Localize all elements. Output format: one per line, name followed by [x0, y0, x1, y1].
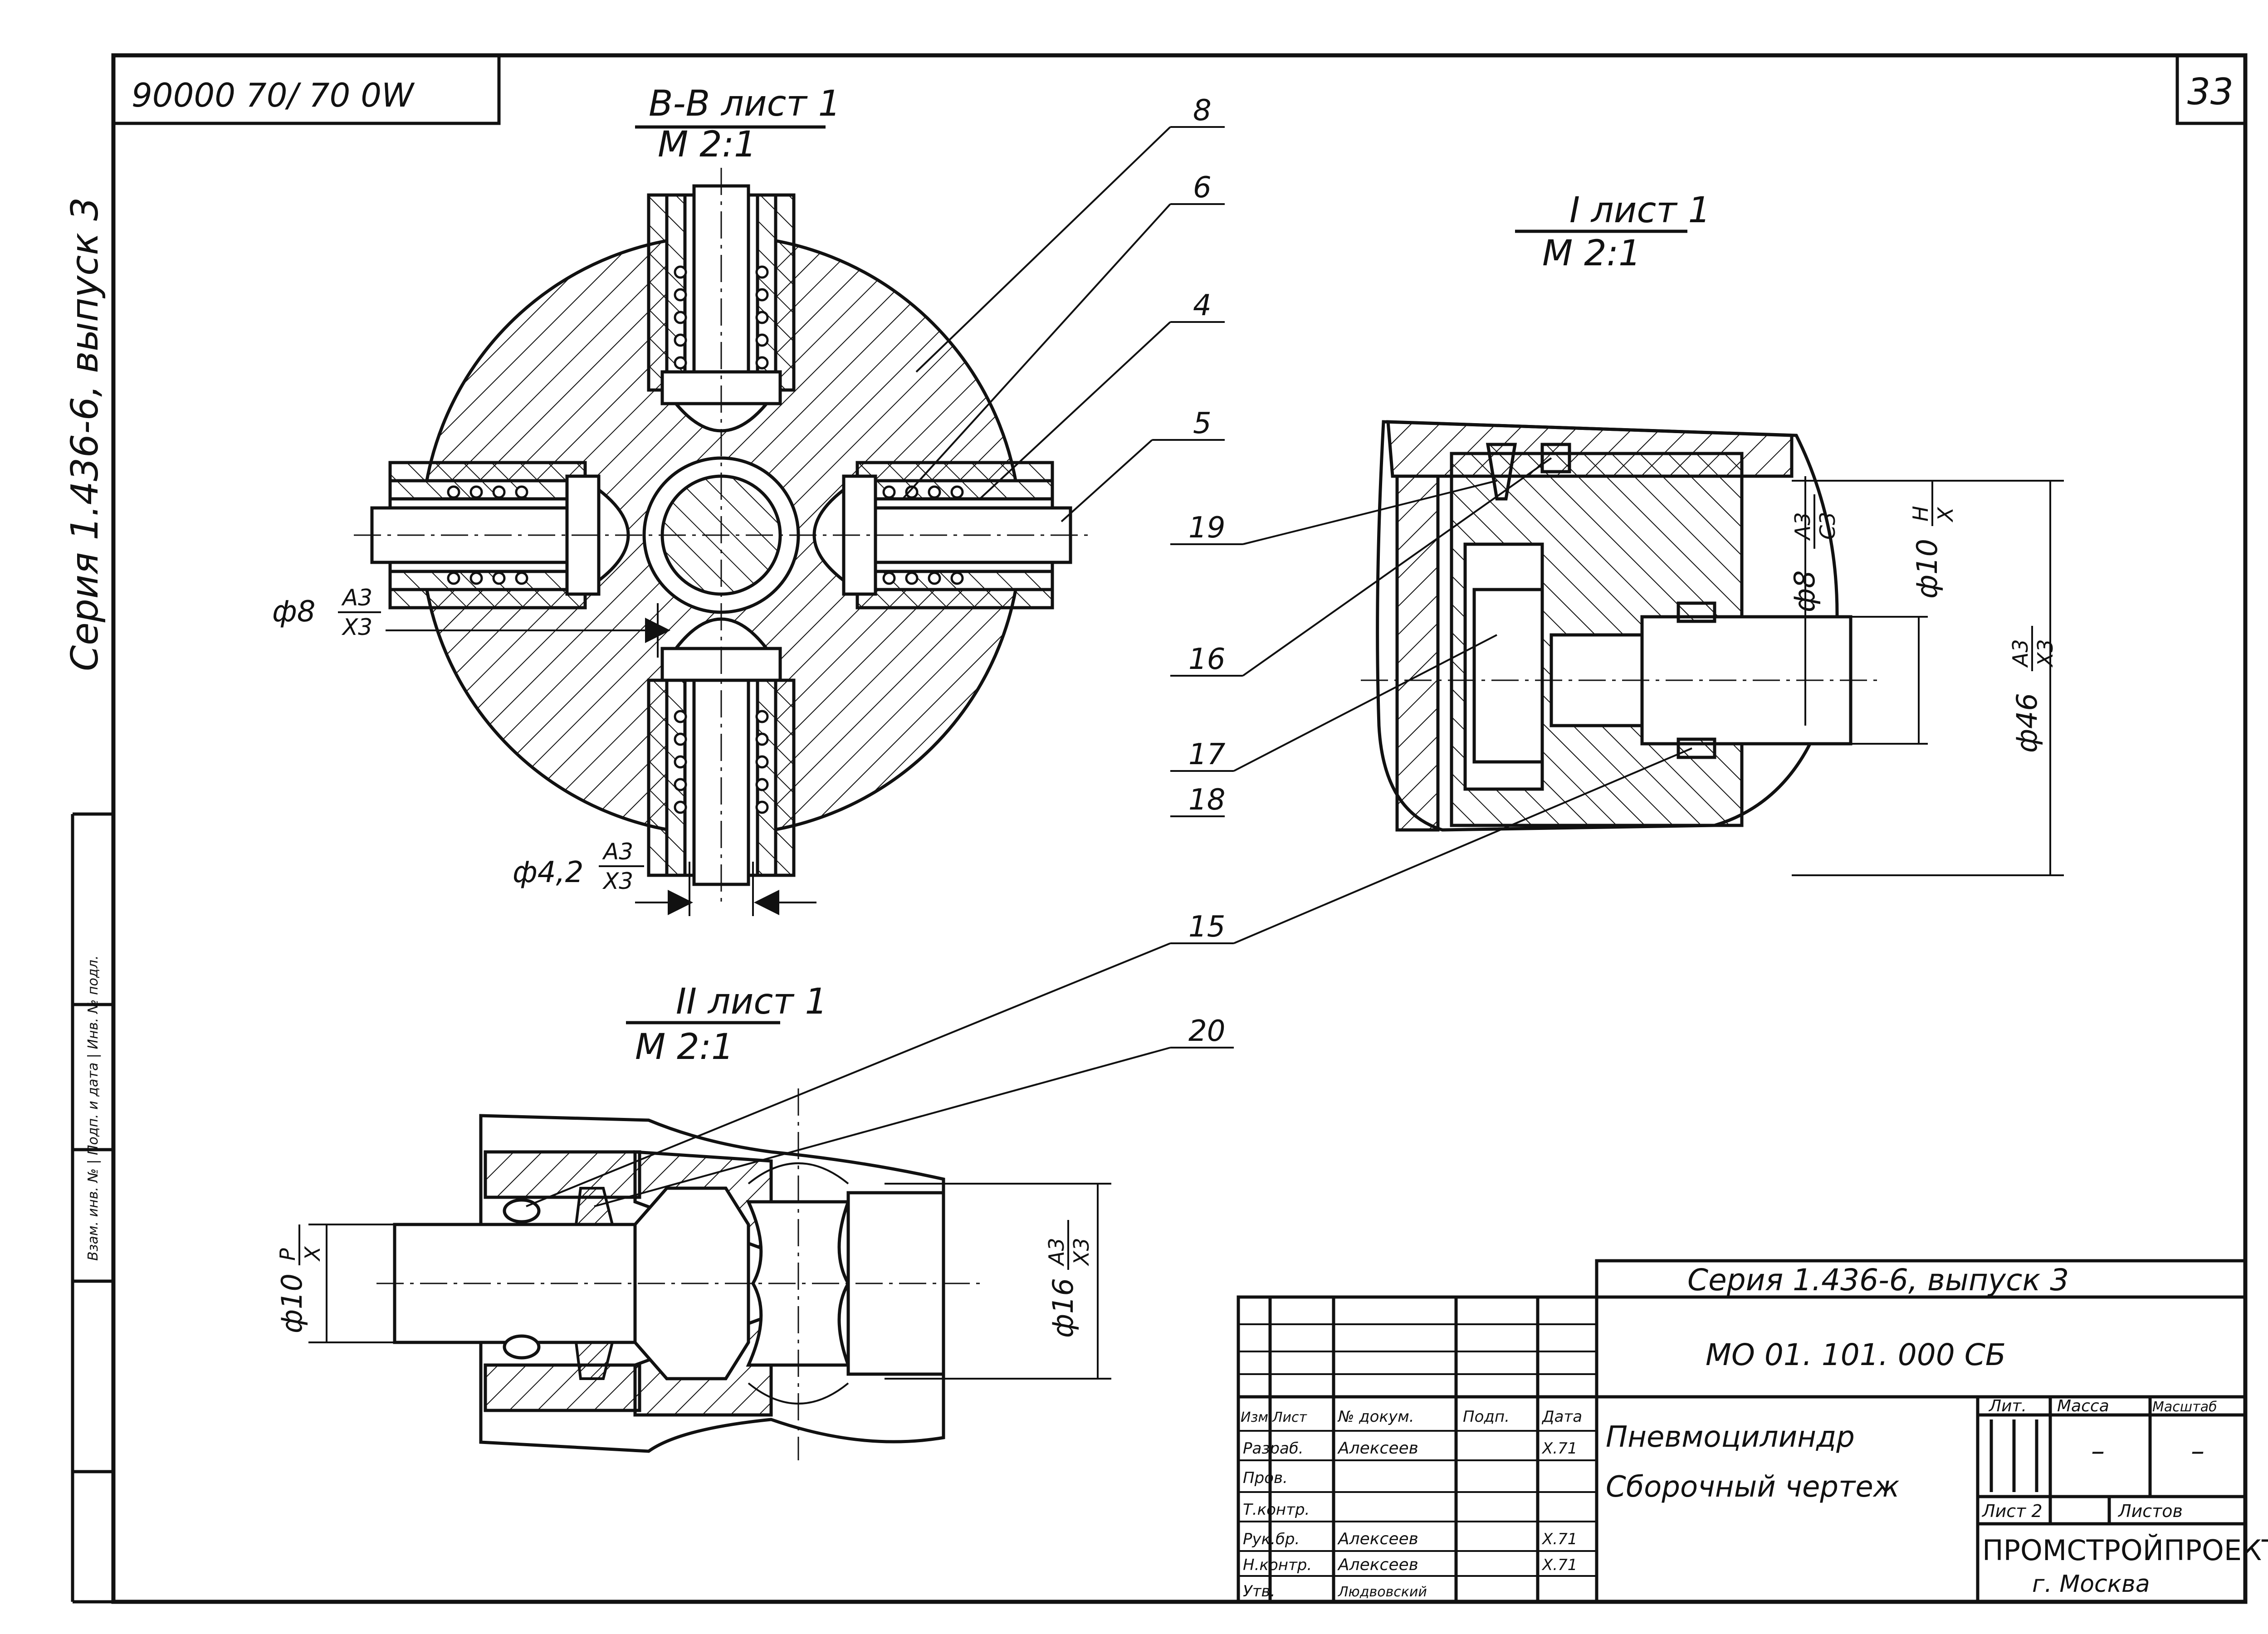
left-binding-strip [71, 812, 113, 1604]
row-role: Н.контр. [1243, 1556, 1312, 1574]
callout-19: 19 [1188, 511, 1225, 545]
sheets-label: Листов [2117, 1501, 2183, 1521]
sheet-label: Лист 2 [1981, 1501, 2043, 1521]
svg-text:Х: Х [300, 1246, 325, 1262]
dimension-d42: ф4,2 А3 Х3 [513, 839, 816, 916]
svg-text:ф4,2: ф4,2 [513, 856, 584, 889]
dimension-d10-left: ф10 Р Х [275, 1224, 325, 1333]
callout-8: 8 [1193, 94, 1212, 127]
row-date: Х.71 [1541, 1530, 1577, 1548]
dimension-d8-view: ф8 А3 С3 [1788, 494, 1840, 612]
city-name: г. Москва [2032, 1571, 2150, 1598]
row-role: Пров. [1243, 1469, 1288, 1487]
organization-name: ПРОМСТРОЙПРОЕКТ [1982, 1534, 2268, 1567]
svg-text:ф10: ф10 [275, 1273, 308, 1333]
svg-text:ф46: ф46 [2010, 693, 2043, 753]
scale-value: – [2191, 1435, 2204, 1467]
svg-text:Н: Н [1908, 506, 1933, 522]
lit-label: Лит. [1988, 1397, 2027, 1415]
dimension-d8-main: ф8 А3 Х3 [272, 585, 670, 658]
row-role: Разраб. [1243, 1439, 1304, 1458]
dimension-d46: ф46 А3 Х3 [2008, 626, 2058, 753]
row-role: Утв. [1243, 1582, 1275, 1600]
side-series-text: Серия 1.436-6, выпуск 3 [64, 197, 107, 671]
title-series: Серия 1.436-6, выпуск 3 [1687, 1263, 2069, 1297]
row-date: Х.71 [1541, 1439, 1577, 1458]
header-sign: Подп. [1463, 1408, 1510, 1426]
svg-text:А3: А3 [1044, 1238, 1069, 1267]
sheet-frame [111, 53, 2248, 1604]
callout-15: 15 [1188, 910, 1225, 944]
callout-5: 5 [1193, 407, 1212, 440]
view-i-title: I лист 1 [1569, 190, 1711, 231]
header-date: Дата [1541, 1408, 1582, 1426]
title-designation: МО 01. 101. 000 СБ [1706, 1337, 2006, 1372]
view-ii [308, 1088, 1111, 1460]
svg-text:ф16: ф16 [1046, 1278, 1080, 1338]
view-ii-title: II лист 1 [676, 981, 827, 1022]
header-doc: № докум. [1337, 1408, 1414, 1426]
mass-value: – [2091, 1435, 2105, 1467]
svg-text:А3: А3 [2008, 639, 2033, 668]
callout-17: 17 [1188, 738, 1226, 771]
leader-lines [526, 126, 1692, 1207]
row-name: Людвовский [1338, 1584, 1427, 1600]
callout-16: 16 [1188, 643, 1225, 676]
sheet-number: 33 [2187, 71, 2234, 113]
callout-18: 18 [1188, 783, 1225, 817]
row-name: Алексеев [1337, 1439, 1418, 1458]
scale-label: Масштаб [2152, 1399, 2217, 1415]
header-list: Лист [1272, 1410, 1308, 1425]
row-role: Т.контр. [1243, 1501, 1310, 1519]
svg-text:Р: Р [275, 1248, 300, 1261]
title-name-line1: Пневмоцилиндр [1606, 1420, 1855, 1454]
header-izm: Изм. [1241, 1410, 1273, 1425]
svg-text:ф8: ф8 [1788, 571, 1821, 612]
svg-text:ф10: ф10 [1911, 539, 1944, 599]
section-bb-scale: М 2:1 [658, 124, 757, 165]
callout-4: 4 [1193, 289, 1212, 322]
view-i [1361, 420, 2064, 876]
row-date: Х.71 [1541, 1556, 1577, 1574]
svg-text:Х3: Х3 [2033, 639, 2058, 668]
callout-6: 6 [1193, 171, 1212, 205]
section-bb-view [354, 168, 1089, 907]
svg-text:Х: Х [1933, 507, 1958, 522]
svg-text:А3: А3 [341, 585, 372, 611]
svg-text:А3: А3 [602, 839, 633, 865]
callout-20: 20 [1188, 1015, 1225, 1048]
svg-text:А3: А3 [1790, 512, 1815, 541]
svg-text:С3: С3 [1815, 512, 1840, 540]
mass-label: Масса [2057, 1397, 2109, 1415]
dimension-d10-view: ф10 Н Х [1908, 481, 1958, 599]
row-role: Рук.бр. [1243, 1530, 1300, 1548]
title-block-grid [1237, 1259, 2247, 1604]
svg-text:Х3: Х3 [602, 868, 633, 894]
title-name-line2: Сборочный чертеж [1606, 1470, 1900, 1504]
dimension-d16: ф16 А3 Х3 [1044, 1220, 1094, 1338]
strip-labels: Взам. инв. № | Подп. и дата | Инв. № под… [85, 956, 101, 1261]
svg-text:Х3: Х3 [1069, 1238, 1094, 1266]
row-name: Алексеев [1337, 1556, 1418, 1574]
svg-text:ф8: ф8 [272, 595, 315, 629]
section-bb-title: В-В лист 1 [649, 83, 841, 124]
view-i-scale: М 2:1 [1542, 233, 1641, 274]
document-code: 90000 70/ 70 0W [132, 76, 415, 114]
row-name: Алексеев [1337, 1530, 1418, 1548]
view-ii-scale: М 2:1 [635, 1027, 734, 1068]
svg-text:Х3: Х3 [341, 614, 372, 640]
